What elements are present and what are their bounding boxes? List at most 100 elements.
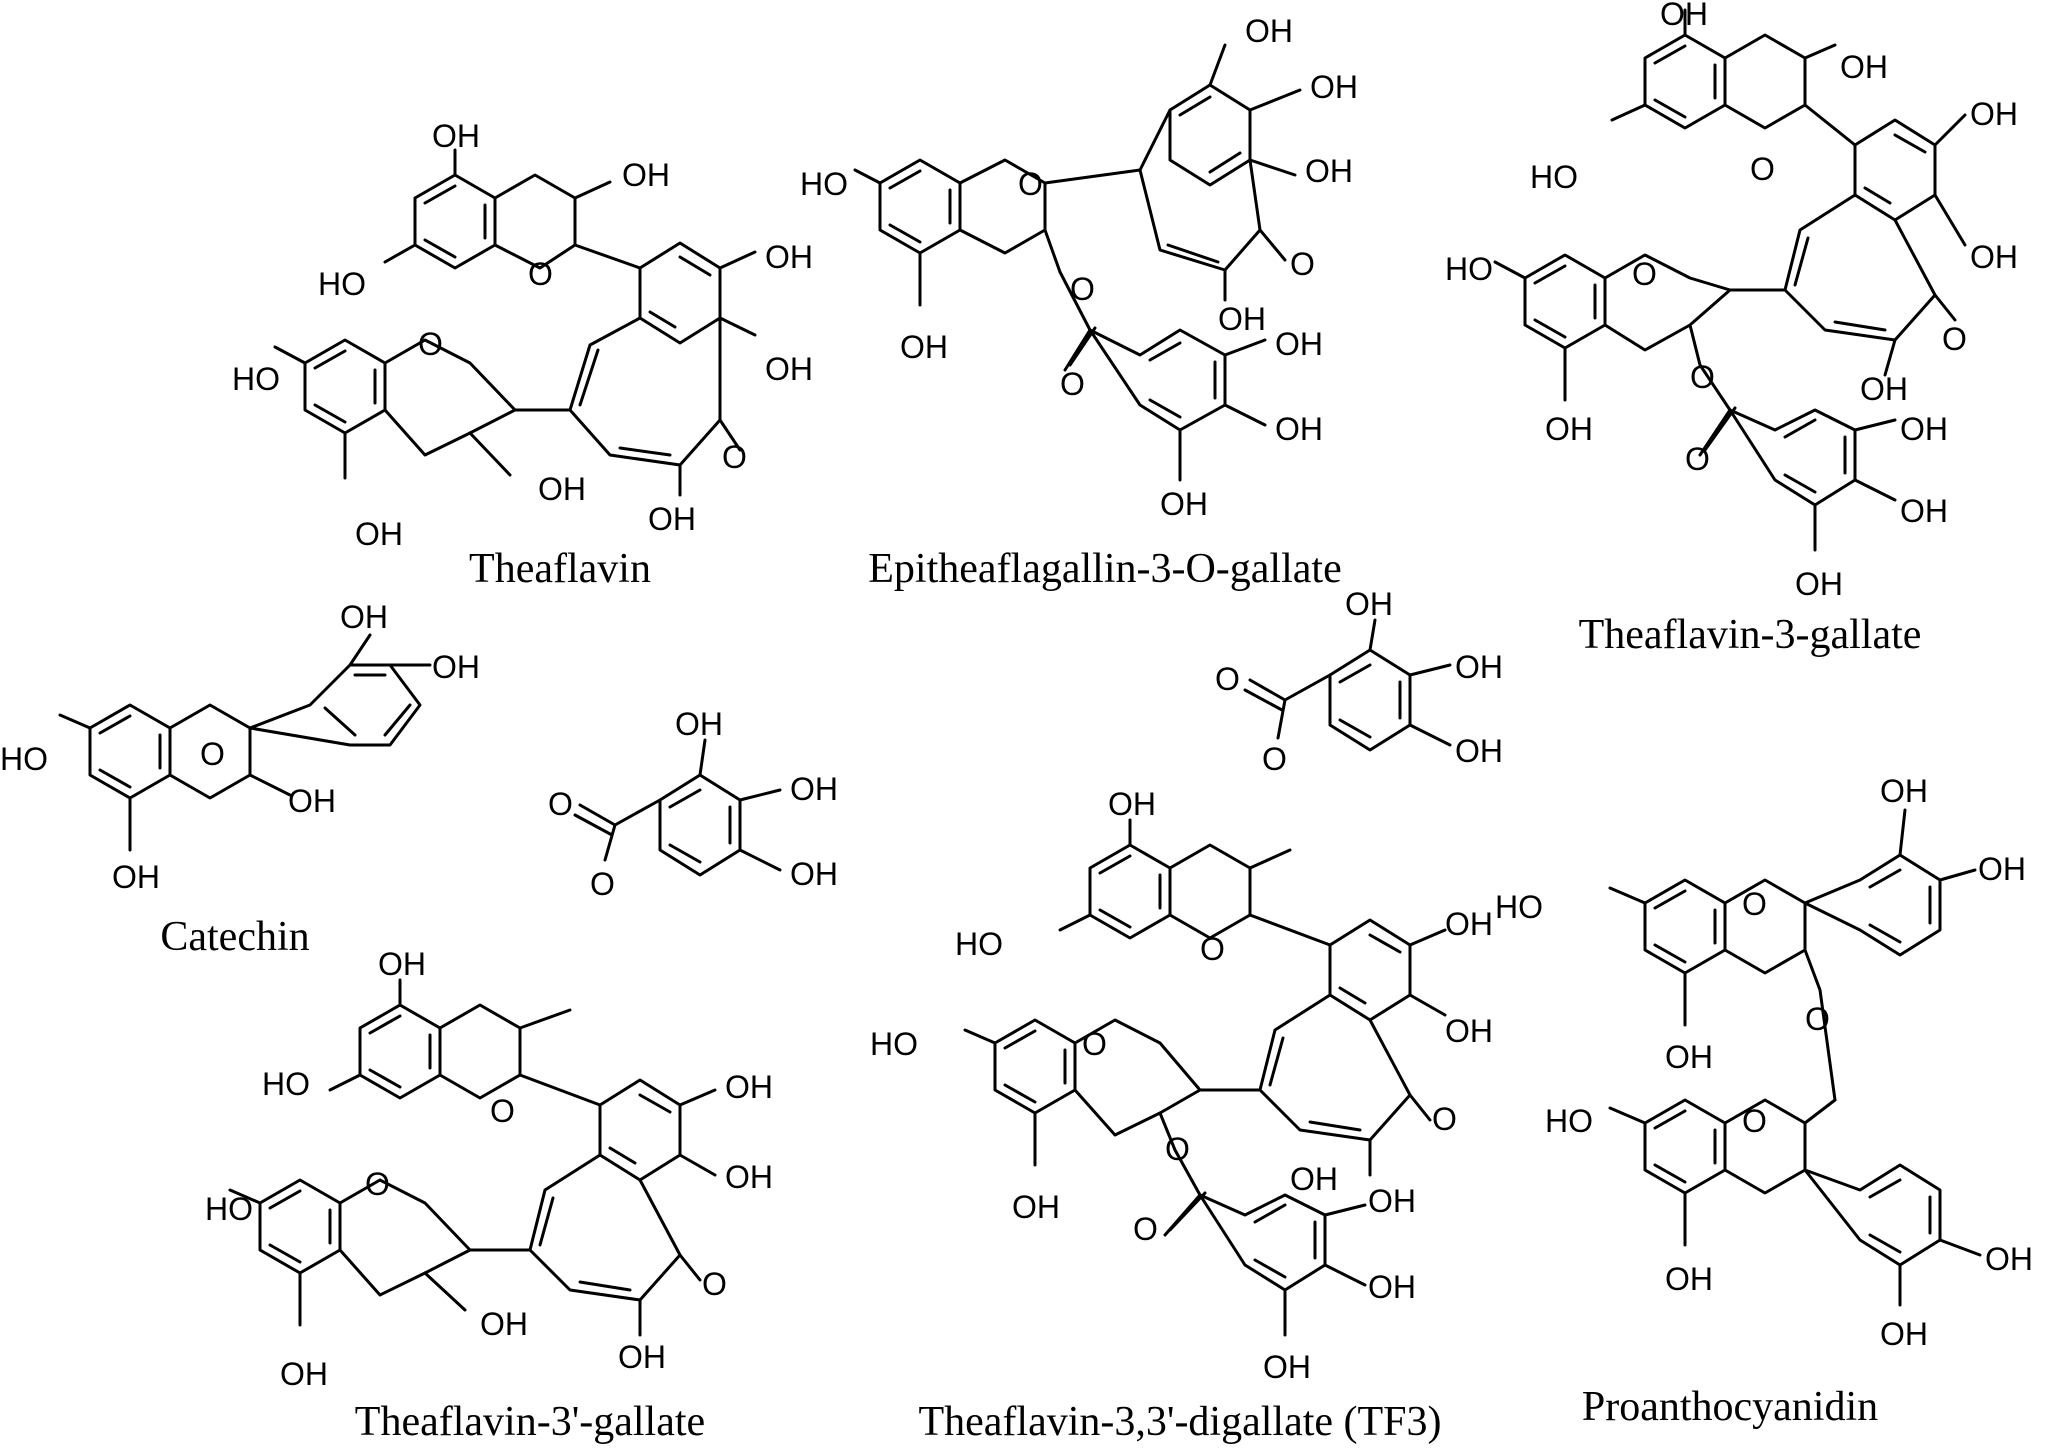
- atom-label: OH: [1455, 649, 1503, 685]
- atom-label: OH: [675, 706, 723, 742]
- atom-label: OH: [790, 771, 838, 807]
- atom-label: O: [702, 1266, 727, 1302]
- atom-label: HO: [800, 166, 848, 202]
- atom-label: OH: [1665, 1261, 1713, 1297]
- atom-label: O: [365, 1166, 390, 1202]
- atom-label: HO: [1495, 889, 1543, 925]
- molecule-catechin: HO OH OH O OH OH Catechin: [0, 599, 480, 960]
- atom-label: OH: [1275, 411, 1323, 447]
- caption-catechin: Catechin: [160, 914, 309, 960]
- atom-label: OH: [1860, 371, 1908, 407]
- atom-label: OH: [340, 599, 388, 635]
- atom-label: HO: [232, 361, 280, 397]
- molecule-theaflavin: OH OH HO O OH OH HO O OH OH OH O Theafla…: [232, 118, 813, 592]
- atom-label: OH: [538, 471, 586, 507]
- atom-label: OH: [1108, 786, 1156, 822]
- atom-label: OH: [1445, 906, 1493, 942]
- atom-label: OH: [765, 239, 813, 275]
- atom-label: O: [528, 256, 553, 292]
- atom-label: OH: [1290, 1161, 1338, 1197]
- atom-label: OH: [1900, 411, 1948, 447]
- atom-label: OH: [280, 1356, 328, 1392]
- atom-label: OH: [1345, 586, 1393, 622]
- atom-label: OH: [1900, 493, 1948, 529]
- molecule-proanthocyanidin: HO OH OH O O OH HO O OH OH OH Proanthocy…: [1495, 773, 2033, 1430]
- atom-label: HO: [1530, 159, 1578, 195]
- atom-label: OH: [900, 329, 948, 365]
- atom-label: HO: [318, 266, 366, 302]
- atom-label: OH: [648, 501, 696, 537]
- atom-label: OH: [1263, 1349, 1311, 1385]
- atom-label: OH: [790, 856, 838, 892]
- atom-label: OH: [1245, 13, 1293, 49]
- caption-theaflavin-3-3-prime-digallate: Theaflavin-3,3'-digallate (TF3): [918, 1399, 1441, 1445]
- atom-label: O: [1942, 321, 1967, 357]
- atom-label: OH: [1880, 1316, 1928, 1352]
- atom-label: O: [1742, 886, 1767, 922]
- atom-label: HO: [205, 1191, 253, 1227]
- atom-label: OH: [480, 1306, 528, 1342]
- atom-label: O: [1742, 1103, 1767, 1139]
- caption-proanthocyanidin: Proanthocyanidin: [1582, 1384, 1878, 1430]
- atom-label: OH: [1545, 411, 1593, 447]
- atom-label: OH: [432, 118, 480, 154]
- atom-label: O: [1165, 1131, 1190, 1167]
- atom-label: O: [1685, 441, 1710, 477]
- molecule-epitheaflagallin-3-o-gallate: HO O OH OH OH OH O OH O O OH OH OH Epith…: [800, 13, 1358, 592]
- atom-label: HO: [870, 1026, 918, 1062]
- atom-label: O: [1215, 661, 1240, 697]
- atom-label: O: [590, 866, 615, 902]
- atom-label: OH: [355, 516, 403, 552]
- atom-label: O: [490, 1093, 515, 1129]
- atom-label: OH: [1660, 0, 1708, 32]
- atom-label: OH: [1275, 326, 1323, 362]
- atom-label: HO: [0, 741, 48, 777]
- caption-epitheaflagallin-3-o-gallate: Epitheaflagallin-3-O-gallate: [868, 546, 1341, 592]
- atom-label: O: [1432, 1101, 1457, 1137]
- atom-label: OH: [618, 1339, 666, 1375]
- atom-label: O: [722, 439, 747, 475]
- atom-label: OH: [112, 859, 160, 895]
- atom-label: OH: [1455, 733, 1503, 769]
- atom-label: O: [1690, 359, 1715, 395]
- atom-label: OH: [765, 351, 813, 387]
- atom-label: O: [200, 736, 225, 772]
- atom-label: OH: [378, 946, 426, 982]
- atom-label: O: [1262, 741, 1287, 777]
- atom-label: O: [1200, 931, 1225, 967]
- atom-label: O: [418, 326, 443, 362]
- caption-theaflavin: Theaflavin: [469, 546, 651, 592]
- atom-label: O: [1290, 246, 1315, 282]
- atom-label: OH: [725, 1069, 773, 1105]
- atom-label: O: [1018, 166, 1043, 202]
- caption-theaflavin-3-gallate: Theaflavin-3-gallate: [1579, 612, 1922, 658]
- atom-label: OH: [1305, 153, 1353, 189]
- atom-label: OH: [1970, 96, 2018, 132]
- atom-label: O: [1082, 1026, 1107, 1062]
- atom-label: O: [1133, 1211, 1158, 1247]
- atom-label: OH: [288, 783, 336, 819]
- atom-label: OH: [1978, 851, 2026, 887]
- atom-label: OH: [1012, 1189, 1060, 1225]
- atom-label: OH: [1985, 1241, 2033, 1277]
- atom-label: OH: [432, 649, 480, 685]
- atom-label: OH: [1970, 239, 2018, 275]
- atom-label: OH: [1310, 69, 1358, 105]
- atom-label: OH: [1368, 1183, 1416, 1219]
- atom-label: O: [1805, 1001, 1830, 1037]
- atom-label: O: [1750, 151, 1775, 187]
- atom-label: OH: [1160, 486, 1208, 522]
- atom-label: O: [1070, 271, 1095, 307]
- atom-label: OH: [622, 157, 670, 193]
- molecule-theaflavin-3-3-prime-digallate: OH OH OH O O OH HO O OH OH HO O OH O OH …: [870, 586, 1503, 1445]
- molecule-theaflavin-3-prime-gallate: OH OH OH O O OH HO O OH OH HO O OH OH O …: [205, 706, 838, 1445]
- atom-label: OH: [1445, 1013, 1493, 1049]
- atom-label: HO: [955, 926, 1003, 962]
- atom-label: OH: [725, 1159, 773, 1195]
- atom-label: O: [548, 786, 573, 822]
- atom-label: HO: [1445, 251, 1493, 287]
- atom-label: OH: [1368, 1269, 1416, 1305]
- atom-label: OH: [1880, 773, 1928, 809]
- atom-label: HO: [262, 1066, 310, 1102]
